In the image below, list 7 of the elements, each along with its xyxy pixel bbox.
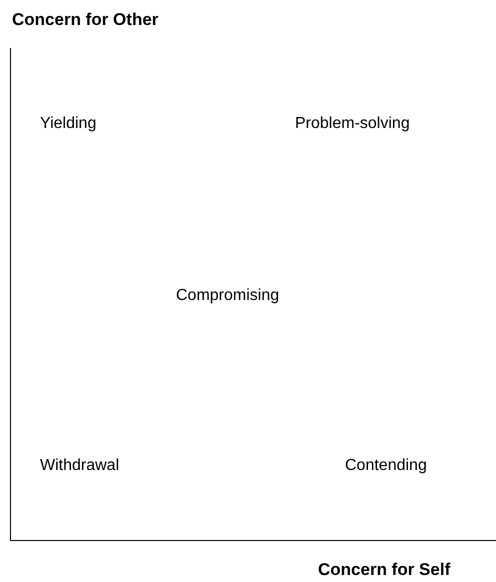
- quadrant-label: Yielding: [40, 114, 96, 134]
- axis-title: Concern for Self: [318, 560, 450, 580]
- axis-title: Concern for Other: [12, 10, 158, 30]
- quadrant-label: Problem-solving: [295, 114, 410, 134]
- center-label: Compromising: [176, 286, 280, 306]
- quadrant-label: Withdrawal: [40, 456, 120, 476]
- quadrant-label: Contending: [345, 456, 427, 476]
